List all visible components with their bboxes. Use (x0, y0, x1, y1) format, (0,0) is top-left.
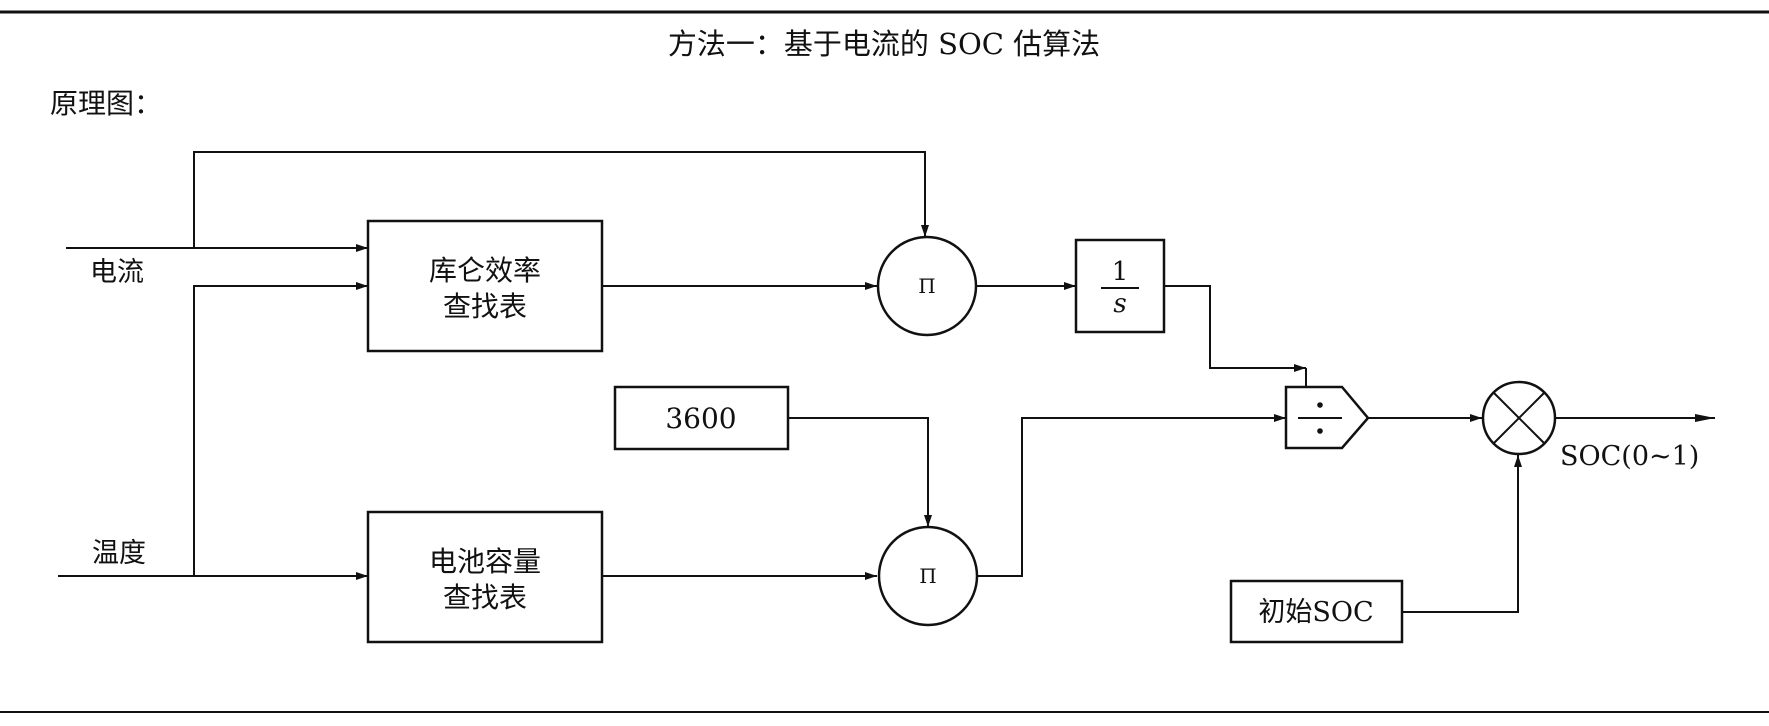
divide-icon-dot-top (1317, 402, 1323, 408)
output-label: SOC(0~1) (1560, 441, 1699, 472)
divider-block (1284, 385, 1370, 450)
wire-initial-soc-to-multiplier (1402, 455, 1522, 613)
signal-wires (58, 151, 1715, 613)
capacity-lut-line1: 电池容量 (429, 545, 541, 578)
battery-capacity-lut-block: 电池容量 查找表 (366, 510, 604, 644)
input-label-temperature: 温度 (92, 538, 146, 569)
initial-soc-block: 初始SOC (1229, 579, 1404, 644)
capacity-lut-line2: 查找表 (443, 581, 527, 614)
input-label-current: 电流 (90, 257, 144, 288)
wire-constant-to-product-bottom (788, 417, 932, 527)
wire-integrator-to-divider (1164, 285, 1306, 372)
product-top-symbol: Π (918, 274, 935, 298)
initial-soc-label: 初始SOC (1258, 597, 1373, 628)
coulomb-efficiency-lut-block: 库仑效率 查找表 (366, 219, 604, 353)
integrator-block: 1 s (1074, 238, 1166, 334)
integrator-denominator: s (1113, 289, 1126, 319)
coulomb-lut-line1: 库仑效率 (429, 254, 541, 287)
integrator-numerator: 1 (1112, 257, 1129, 287)
wire-product-bottom-to-divider (978, 414, 1286, 577)
wire-temperature-to-coulomb-lut (193, 282, 368, 576)
wire-current-to-product-top (193, 151, 929, 248)
divide-icon-dot-bottom (1317, 428, 1323, 434)
multiplier-block (1481, 380, 1557, 456)
product-block-top: Π (876, 235, 978, 337)
product-bottom-symbol: Π (919, 564, 936, 588)
page-title: 方法一：基于电流的 SOC 估算法 (668, 27, 1100, 61)
product-block-bottom: Π (877, 525, 979, 627)
diagram-subtitle: 原理图： (50, 87, 162, 120)
constant-value: 3600 (665, 402, 736, 435)
multiply-icon-b (1493, 392, 1545, 444)
coulomb-lut-line2: 查找表 (443, 290, 527, 323)
constant-block: 3600 (613, 385, 790, 451)
